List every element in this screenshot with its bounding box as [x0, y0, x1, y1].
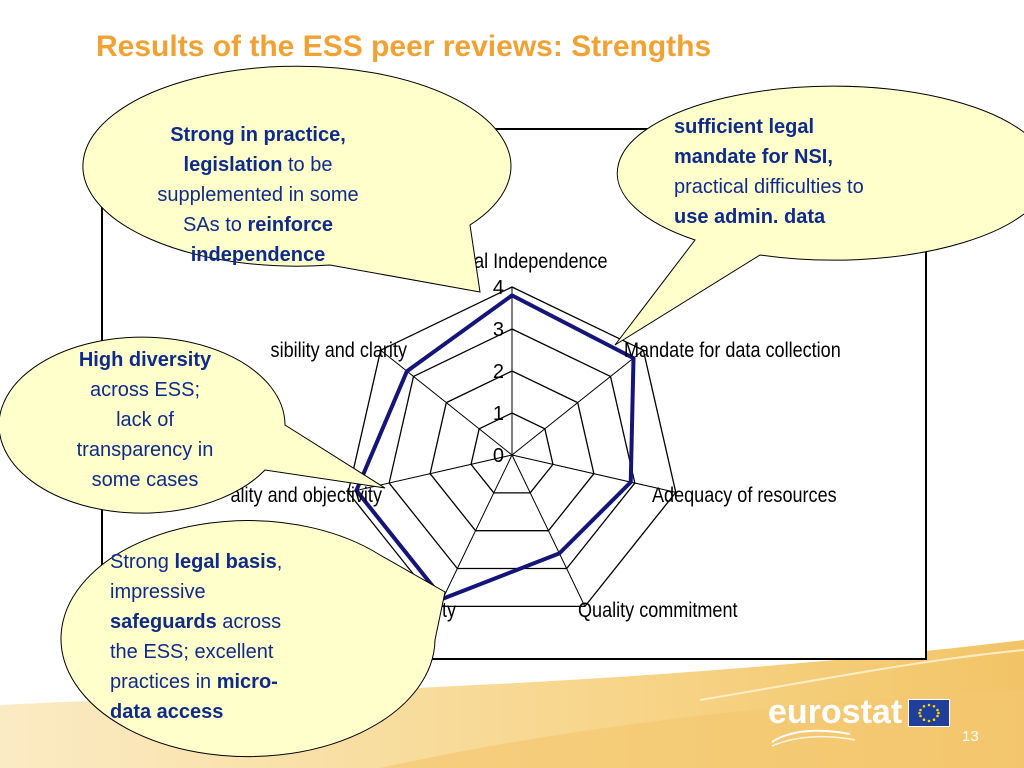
radar-series: [354, 293, 636, 601]
radar-grid-ring: [470, 412, 554, 494]
slide-title: Results of the ESS peer reviews: Strengt…: [96, 30, 712, 63]
callout-text: supplemented in some: [157, 184, 359, 206]
callout-text: some cases: [91, 469, 199, 491]
callout-text: across ESS;: [89, 379, 201, 401]
radar-spoke: [438, 454, 513, 607]
callout-text: independence: [190, 244, 326, 266]
radar-spoke: [380, 349, 513, 456]
callout-text: ,: [276, 551, 283, 573]
callout-text: mandate for NSI,: [674, 146, 833, 168]
callout-text: Strong in practice,: [170, 124, 346, 146]
radar-tick-label: 0: [493, 445, 504, 467]
callout-text: sufficient legal: [674, 116, 815, 138]
callout-text: safeguards: [110, 611, 217, 633]
radar-axis-label: ional Independence: [450, 250, 608, 274]
radar-spoke: [511, 349, 644, 456]
callout-text: lack of: [116, 409, 174, 431]
eurostat-logo: eurostat: [768, 693, 951, 732]
radar-tick-label: 3: [493, 319, 504, 341]
callout-text: use admin. data: [674, 206, 826, 228]
callout-text: practices in: [110, 671, 217, 693]
callout-text: reinforce: [247, 214, 334, 236]
radar-grid-ring: [429, 370, 595, 532]
radar-ticks: 0 1 2 3 4: [493, 277, 504, 467]
radar-series-line: [354, 293, 636, 601]
radar-spoke: [511, 454, 586, 607]
callout-text: High diversity: [78, 349, 212, 371]
radar-axis-label: ality and objectivity: [230, 484, 382, 508]
callout-text: practical difficulties to: [674, 176, 864, 198]
radar-axis-label: Mandate for data collection: [624, 339, 841, 363]
callout-text: transparency in: [76, 439, 214, 461]
callout-top-left: Strong in practice, legislation to be su…: [113, 120, 403, 270]
radar-tick-label: 1: [493, 403, 504, 425]
radar-tick-label: 2: [493, 361, 504, 383]
callout-text: the ESS; excellent: [110, 641, 274, 663]
radar-axis-label: sibility and clarity: [271, 339, 408, 363]
radar-spoke: [511, 454, 676, 493]
callout-text: impressive: [110, 581, 206, 603]
callout-text: data access: [110, 701, 224, 723]
eurostat-logo-text: eurostat: [768, 693, 903, 731]
radar-grid-ring: [388, 328, 636, 570]
radar-axis-label: Quality commitment: [578, 599, 738, 623]
callout-text: to be: [282, 154, 333, 176]
callout-top-left-bubble: [0, 0, 511, 292]
callout-text: across: [216, 611, 282, 633]
callout-text: Strong: [110, 551, 175, 573]
callout-top-right-bubble: [614, 85, 1024, 346]
callout-text: legal basis: [174, 551, 277, 573]
callout-text: micro-: [216, 671, 278, 693]
radar-grid: [347, 286, 677, 608]
callout-mid-left: High diversity across ESS; lack of trans…: [35, 345, 255, 495]
radar-grid-ring: [347, 286, 677, 608]
page-number: 13: [962, 728, 979, 745]
callout-bottom-left: Strong legal basis, impressive safeguard…: [110, 547, 370, 727]
eu-flag-icon: [908, 698, 951, 727]
callout-bottom-left-bubble: [60, 520, 446, 758]
radar-axis-label: Adequacy of resources: [652, 484, 837, 508]
radar-axis-label: ty: [442, 599, 456, 623]
callout-text: legislation: [183, 154, 283, 176]
callout-text: SAs to: [182, 214, 248, 236]
logo-swoosh: [771, 729, 856, 747]
callout-mid-left-bubble: [0, 336, 386, 514]
callout-top-right: sufficient legal mandate for NSI, practi…: [674, 112, 954, 232]
radar-tick-label: 4: [493, 277, 504, 299]
